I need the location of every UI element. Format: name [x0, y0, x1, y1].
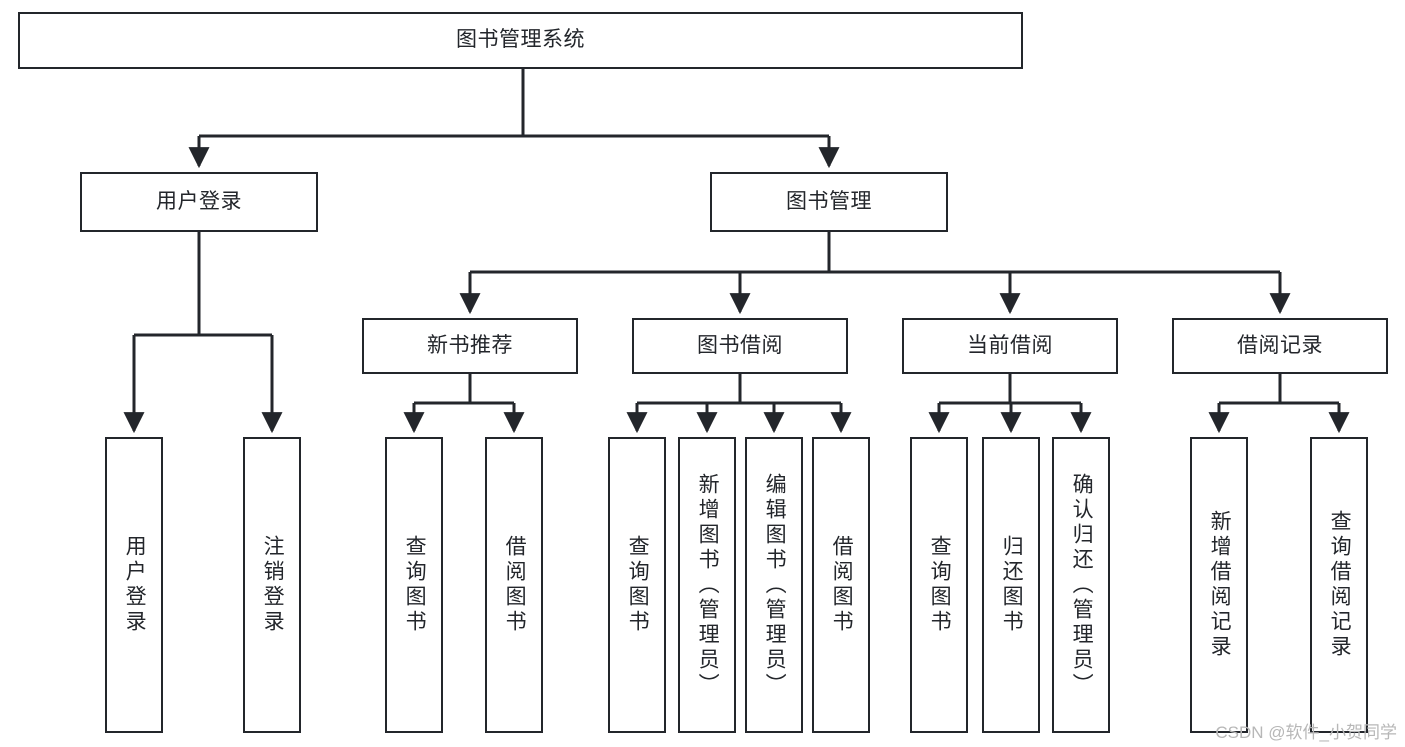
leaf-user-login-label: 用户登录: [123, 535, 147, 635]
leaf-user-login[interactable]: 用户登录: [105, 437, 163, 733]
node-borrow-record[interactable]: 借阅记录: [1172, 318, 1388, 374]
leaf-query-book-1-label: 查询图书: [403, 535, 427, 635]
leaf-return-book[interactable]: 归还图书: [982, 437, 1040, 733]
leaf-query-borrow-record[interactable]: 查询借阅记录: [1310, 437, 1368, 733]
leaf-add-borrow-record[interactable]: 新增借阅记录: [1190, 437, 1248, 733]
leaf-add-borrow-record-label: 新增借阅记录: [1208, 510, 1232, 660]
leaf-query-book-2-label: 查询图书: [626, 535, 650, 635]
node-root[interactable]: 图书管理系统: [18, 12, 1023, 69]
node-borrow-record-label: 借阅记录: [1237, 333, 1323, 357]
node-user-login[interactable]: 用户登录: [80, 172, 318, 232]
leaf-edit-book[interactable]: 编辑图书（管理员）: [745, 437, 803, 733]
leaf-borrow-book-2-label: 借阅图书: [830, 535, 854, 635]
leaf-query-borrow-record-label: 查询借阅记录: [1328, 510, 1352, 660]
node-user-login-label: 用户登录: [156, 189, 242, 213]
node-new-book-recommend[interactable]: 新书推荐: [362, 318, 578, 374]
node-root-label: 图书管理系统: [456, 28, 585, 52]
leaf-query-book-3[interactable]: 查询图书: [910, 437, 968, 733]
node-book-borrow-label: 图书借阅: [697, 333, 783, 357]
leaf-borrow-book-1-label: 借阅图书: [503, 535, 527, 635]
leaf-borrow-book-2[interactable]: 借阅图书: [812, 437, 870, 733]
node-new-book-recommend-label: 新书推荐: [427, 333, 513, 357]
node-book-borrow[interactable]: 图书借阅: [632, 318, 848, 374]
leaf-add-book-label: 新增图书（管理员）: [696, 472, 720, 698]
leaf-edit-book-label: 编辑图书（管理员）: [763, 472, 787, 698]
node-book-management-label: 图书管理: [786, 189, 872, 213]
watermark: CSDN @软件_小贺同学: [1215, 723, 1397, 742]
node-current-borrow-label: 当前借阅: [967, 333, 1053, 357]
leaf-query-book-3-label: 查询图书: [928, 535, 952, 635]
leaf-return-book-label: 归还图书: [1000, 535, 1024, 635]
leaf-logout[interactable]: 注销登录: [243, 437, 301, 733]
leaf-query-book-1[interactable]: 查询图书: [385, 437, 443, 733]
leaf-confirm-return[interactable]: 确认归还（管理员）: [1052, 437, 1110, 733]
leaf-borrow-book-1[interactable]: 借阅图书: [485, 437, 543, 733]
leaf-add-book[interactable]: 新增图书（管理员）: [678, 437, 736, 733]
leaf-query-book-2[interactable]: 查询图书: [608, 437, 666, 733]
node-current-borrow[interactable]: 当前借阅: [902, 318, 1118, 374]
leaf-confirm-return-label: 确认归还（管理员）: [1070, 472, 1094, 698]
node-book-management[interactable]: 图书管理: [710, 172, 948, 232]
leaf-logout-label: 注销登录: [261, 535, 285, 635]
